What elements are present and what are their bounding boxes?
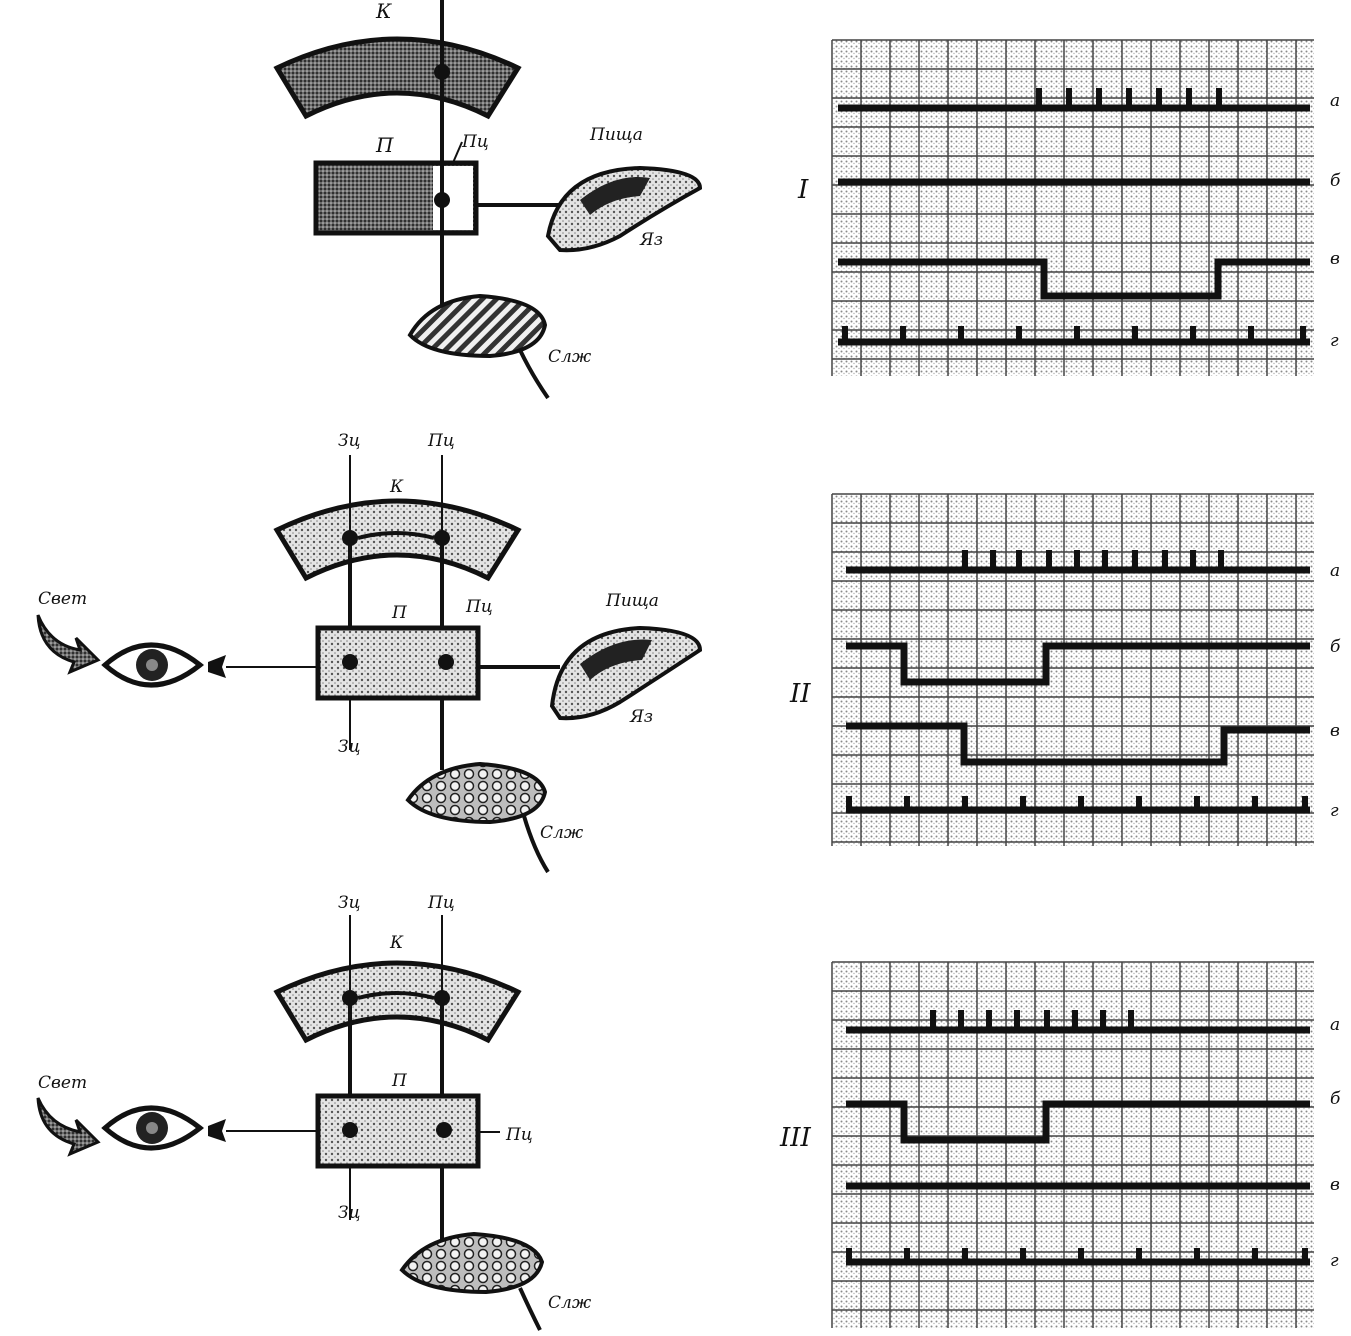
mouth-icon (545, 165, 703, 253)
trace-a-ticks (930, 1010, 1134, 1030)
nucleus-box (315, 625, 481, 701)
food-top-label: Пц (427, 893, 455, 913)
light-label: Свет (38, 589, 87, 609)
gland-label: Слж (548, 347, 592, 367)
panel-roman-numeral: II (789, 679, 811, 709)
mouth-label: Яз (629, 707, 653, 727)
eye-icon (101, 1105, 205, 1151)
trace-label-a: а (1330, 91, 1340, 111)
cortex-visual-neuron (342, 530, 358, 546)
light-label: Свет (38, 1073, 87, 1093)
cortex-arc (273, 36, 522, 120)
food-neuron (436, 1122, 452, 1138)
food-neuron (434, 192, 450, 208)
visual-top-label: Зц (338, 431, 360, 451)
eye-icon (101, 642, 205, 688)
food-neuron-label: Пц (505, 1125, 533, 1145)
cortex-label: К (375, 0, 392, 23)
visual-top-label: Зц (338, 893, 360, 913)
trace-v (846, 722, 1310, 766)
light-arrow-icon (36, 614, 101, 675)
trace-label-g: г (1330, 801, 1339, 821)
mouth-label: Яз (639, 230, 663, 250)
salivary-gland-icon (407, 293, 550, 400)
food-label: Пища (589, 125, 643, 145)
cortex-visual-neuron (342, 990, 358, 1006)
visual-bottom-label: Зц (338, 1203, 360, 1223)
food-neuron (438, 654, 454, 670)
panel-2-diagram: Зц Пц К П Пц Зц Свет Пища Яз (36, 431, 703, 874)
trace-label-g: г (1330, 1251, 1339, 1271)
cortex-label: К (389, 477, 404, 497)
trace-g-ticks (846, 796, 1308, 810)
gland-label: Слж (548, 1293, 592, 1313)
recording-graph-2: II а б в г (789, 493, 1341, 846)
food-label: Пища (605, 591, 659, 611)
food-top-label: Пц (427, 431, 455, 451)
trace-label-b: б (1330, 637, 1341, 657)
cortex-food-neuron (434, 64, 450, 80)
panel-roman-numeral: III (779, 1123, 812, 1153)
cortex-arc (273, 498, 522, 582)
trace-label-v: в (1330, 249, 1340, 269)
trace-label-a: а (1330, 1015, 1340, 1035)
nucleus-label: П (391, 603, 408, 623)
gland-label: Слж (540, 823, 584, 843)
cortex-label: К (389, 933, 404, 953)
trace-label-b: б (1330, 1089, 1341, 1109)
food-neuron-label: Пц (461, 132, 489, 152)
visual-neuron (342, 1122, 358, 1138)
trace-a-ticks (962, 550, 1224, 570)
mouth-icon (549, 625, 703, 721)
trace-label-b: б (1330, 171, 1341, 191)
trace-label-v: в (1330, 721, 1340, 741)
salivary-gland-icon (399, 1231, 545, 1331)
light-arrow-icon (36, 1097, 101, 1157)
recording-graph-3: III а б в г (779, 961, 1341, 1328)
trace-a-ticks (1036, 88, 1222, 108)
salivary-gland-icon (405, 761, 550, 874)
recording-graph-1: I а б в г (797, 39, 1341, 376)
nucleus-label: П (391, 1071, 408, 1091)
trace-b (846, 642, 1310, 686)
trace-label-a: а (1330, 561, 1340, 581)
cortex-food-neuron (434, 530, 450, 546)
cortex-arc (273, 960, 522, 1044)
visual-neuron (342, 654, 358, 670)
cortex-food-neuron (434, 990, 450, 1006)
visual-bottom-label: Зц (338, 737, 360, 757)
panel-1-diagram: К П Пц Пища Яз Слж (273, 0, 703, 400)
trace-b (846, 1100, 1310, 1144)
nucleus-box (315, 1093, 481, 1169)
panel-3-diagram: Зц Пц К П Пц Зц Свет Слж (36, 893, 592, 1331)
trace-v (838, 258, 1310, 300)
panel-roman-numeral: I (797, 175, 809, 205)
trace-g-ticks (842, 326, 1306, 342)
food-neuron-label: Пц (465, 597, 493, 617)
trace-g-ticks (846, 1248, 1308, 1262)
nucleus-label: П (375, 133, 394, 157)
trace-label-v: в (1330, 1175, 1340, 1195)
trace-label-g: г (1330, 331, 1339, 351)
